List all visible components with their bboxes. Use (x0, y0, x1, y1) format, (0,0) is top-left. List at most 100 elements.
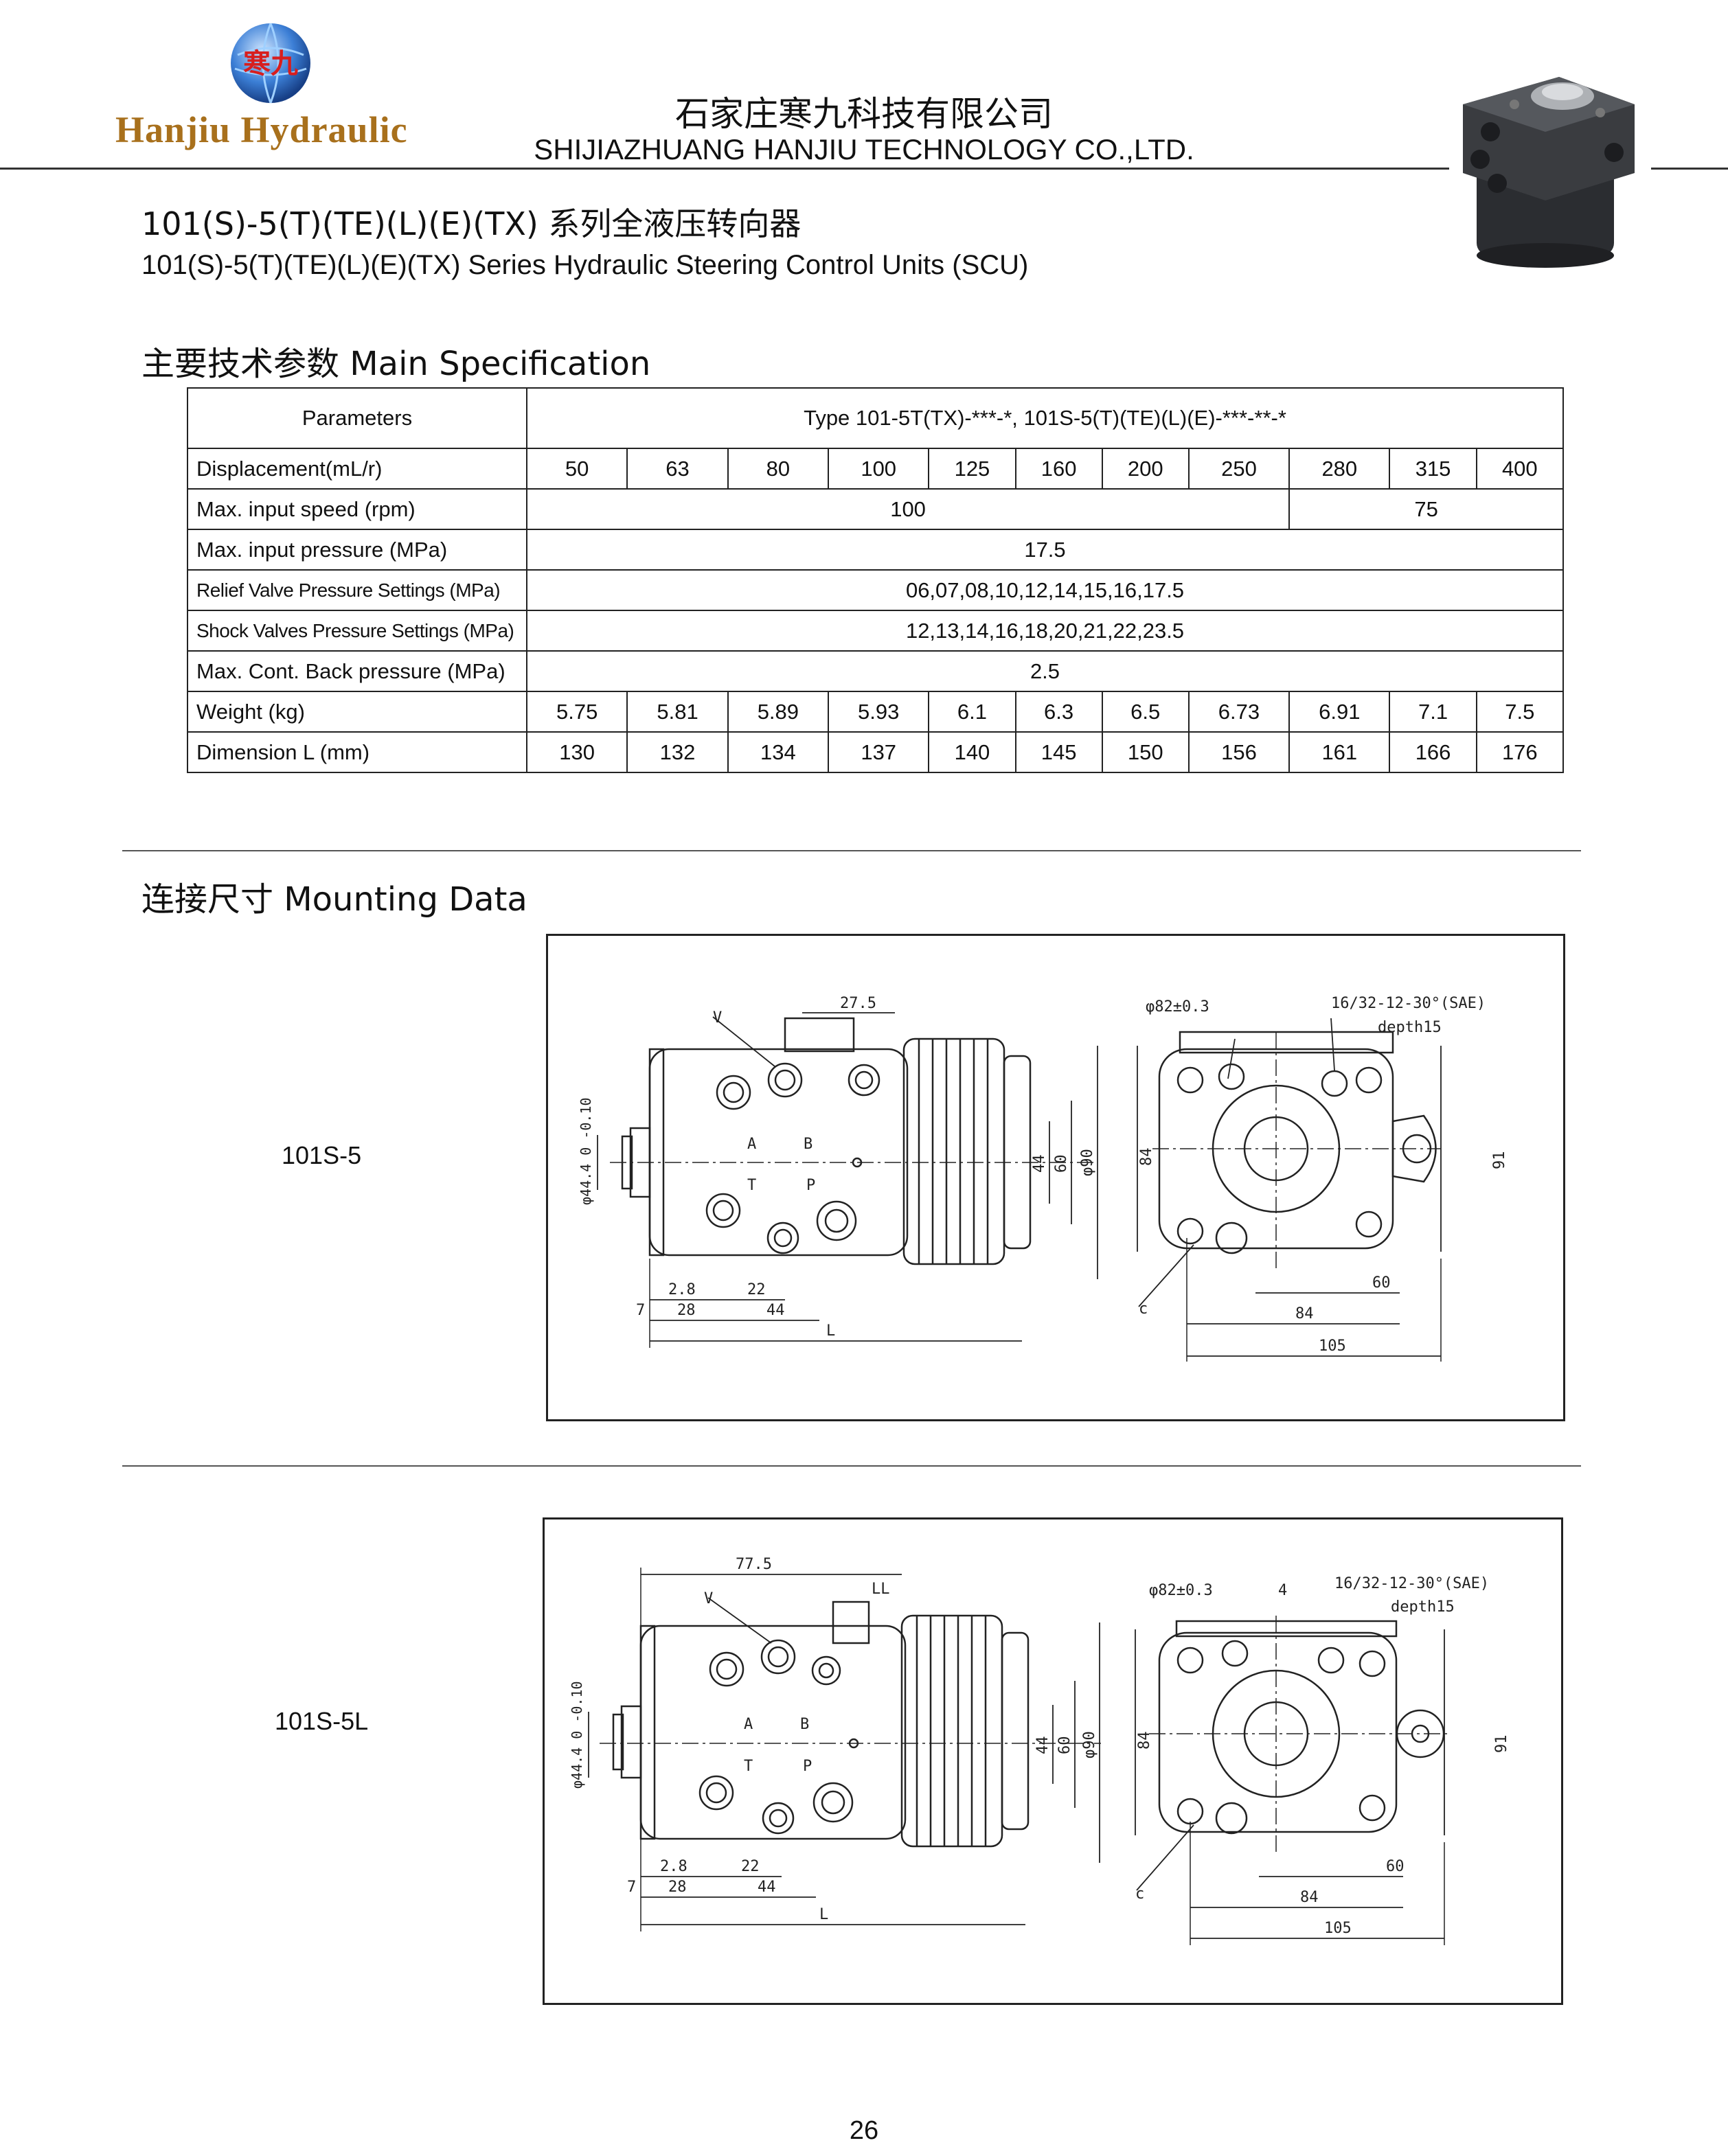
dim-text: LL (872, 1581, 890, 1598)
spec-table: Parameters Type 101-5T(TX)-***-*, 101S-5… (187, 387, 1565, 773)
drawing-frame-101s-5: 27.5 V A B T P φ44.4 0 -0.10 44 60 φ90 2… (546, 934, 1565, 1421)
dim-text: 44 (766, 1302, 785, 1319)
dim-text: 22 (747, 1281, 766, 1298)
table-cell: 63 (626, 448, 729, 490)
table-row: Displacement(mL/r) 50 63 80 100 125 160 … (187, 448, 1565, 490)
header-rule-right (1651, 168, 1728, 170)
page-number: 26 (849, 2116, 879, 2145)
model-label-101s-5l: 101S-5L (275, 1707, 369, 1735)
table-cell: 6.5 (1101, 691, 1190, 733)
port-label: T (747, 1177, 756, 1194)
dim-text: 22 (741, 1858, 760, 1875)
table-row: Relief Valve Pressure Settings (MPa) 06,… (187, 569, 1564, 611)
table-cell: 160 (1014, 448, 1103, 490)
row-label: Weight (kg) (187, 691, 527, 733)
dim-text: c (1135, 1885, 1144, 1903)
logo-wordmark: Hanjiu Hydraulic (115, 109, 408, 150)
dim-text: V (713, 1009, 722, 1027)
dim-text: 77.5 (736, 1556, 772, 1573)
table-cell: 06,07,08,10,12,14,15,16,17.5 (526, 569, 1564, 611)
section-divider (122, 1465, 1581, 1467)
company-name-en: SHIJIAZHUANG HANJIU TECHNOLOGY CO.,LTD. (534, 133, 1194, 165)
dim-text: φ82±0.3 (1146, 998, 1209, 1016)
dim-text: 105 (1324, 1920, 1352, 1937)
table-row: Max. Cont. Back pressure (MPa) 2.5 (187, 650, 1564, 692)
port-label: P (806, 1177, 815, 1194)
dim-text: 28 (677, 1302, 696, 1319)
table-row: Max. input speed (rpm) 100 75 (187, 488, 1564, 530)
table-cell: 5.81 (626, 691, 729, 733)
row-label: Shock Valves Pressure Settings (MPa) (187, 610, 527, 652)
header-type: Type 101-5T(TX)-***-*, 101S-5(T)(TE)(L)(… (526, 387, 1564, 449)
table-cell: 130 (525, 731, 628, 773)
table-cell: 50 (525, 448, 628, 490)
row-label: Max. input speed (rpm) (187, 488, 527, 530)
port-circle (812, 1782, 854, 1823)
dim-text: 7 (627, 1879, 636, 1896)
table-cell: 280 (1288, 448, 1391, 490)
dim-text: 7 (636, 1302, 645, 1319)
mounting-drawing-101s-5: 27.5 V A B T P φ44.4 0 -0.10 44 60 φ90 2… (578, 995, 1508, 1362)
dim-text: depth15 (1378, 1019, 1442, 1036)
table-cell: 5.93 (828, 691, 930, 733)
table-cell: 17.5 (526, 529, 1564, 571)
dim-text: 44 (1031, 1155, 1048, 1173)
dim-text: 2.8 (668, 1281, 696, 1298)
table-cell: 200 (1101, 448, 1190, 490)
dim-text: 60 (1372, 1274, 1391, 1292)
table-cell: 75 (1288, 488, 1564, 530)
table-cell: 80 (727, 448, 830, 490)
port-circle (705, 1193, 741, 1228)
table-cell: 400 (1475, 448, 1565, 490)
dim-text: φ44.4 0 -0.10 (578, 1097, 594, 1205)
port-circle (716, 1075, 751, 1110)
section-divider (122, 850, 1581, 851)
dim-text: 44 (758, 1879, 776, 1896)
mounting-section-title: 连接尺寸 Mounting Data (141, 880, 527, 919)
table-cell: 7.5 (1475, 691, 1565, 733)
header-rule (0, 168, 1449, 170)
table-cell: 250 (1187, 448, 1291, 490)
dim-text: 84 (1136, 1732, 1153, 1750)
row-label: Max. input pressure (MPa) (187, 529, 527, 571)
company-logo-globe: 寒九 (231, 23, 310, 104)
dim-text: φ90 (1079, 1149, 1096, 1176)
table-cell: 156 (1187, 731, 1291, 773)
table-cell: 132 (626, 731, 729, 773)
table-cell: 166 (1389, 731, 1477, 773)
logo-glyph: 寒九 (243, 48, 298, 80)
table-cell: 100 (525, 488, 1291, 530)
dim-text: 105 (1319, 1338, 1346, 1355)
port-label: B (804, 1136, 812, 1153)
table-row: Shock Valves Pressure Settings (MPa) 12,… (187, 610, 1564, 652)
table-cell: 6.73 (1187, 691, 1291, 733)
table-cell: 140 (928, 731, 1016, 773)
table-cell: 6.91 (1288, 691, 1391, 733)
drawing-frame-101s-5l: 77.5 LL V A B T P φ44.4 0 -0.10 44 60 φ9… (543, 1517, 1563, 2005)
model-label-101s-5: 101S-5 (282, 1141, 362, 1169)
mounting-drawing-101s-5l: 77.5 LL V A B T P φ44.4 0 -0.10 44 60 φ9… (569, 1556, 1510, 1945)
header-parameters: Parameters (187, 387, 527, 449)
table-cell: 100 (828, 448, 930, 490)
table-cell: 137 (828, 731, 930, 773)
port-circle (848, 1064, 880, 1097)
table-cell: 5.89 (727, 691, 830, 733)
table-row: Dimension L (mm) 130 132 134 137 140 145… (187, 731, 1565, 773)
table-cell: 2.5 (526, 650, 1564, 692)
port-circle (766, 1222, 799, 1254)
port-label: T (744, 1758, 753, 1775)
dim-text: c (1139, 1300, 1148, 1318)
dim-text: 91 (1493, 1735, 1510, 1754)
dim-text: L (826, 1322, 835, 1340)
table-cell: 134 (727, 731, 830, 773)
port-circle (762, 1802, 795, 1835)
product-title-cn: 101(S)-5(T)(TE)(L)(E)(TX) 系列全液压转向器 (141, 205, 802, 242)
product-photo (1463, 77, 1635, 268)
dim-text: 84 (1300, 1889, 1319, 1906)
port-label: A (744, 1716, 753, 1733)
table-cell: 315 (1389, 448, 1477, 490)
dim-text: 27.5 (840, 995, 876, 1012)
dim-text: 91 (1491, 1151, 1508, 1170)
dim-text: φ90 (1081, 1731, 1098, 1758)
port-circle (816, 1200, 857, 1241)
